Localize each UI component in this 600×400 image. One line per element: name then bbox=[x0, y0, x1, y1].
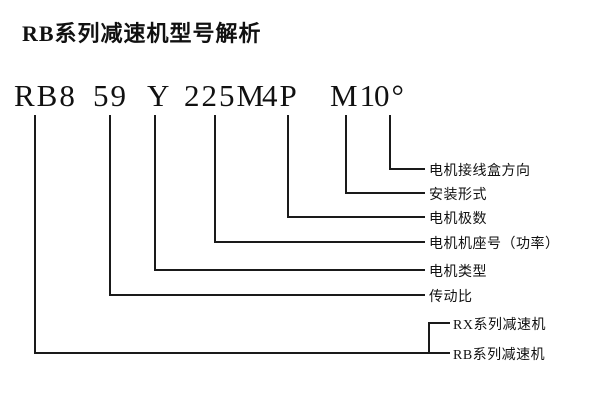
connector-hline-motor-type bbox=[154, 269, 425, 271]
connector-vline-box-direction bbox=[389, 115, 391, 170]
label-mounting: 安装形式 bbox=[429, 188, 487, 203]
connector-hline-series-rb bbox=[34, 352, 450, 354]
connector-vline-series-fork bbox=[428, 322, 430, 354]
label-rx-series: RX系列减速机 bbox=[453, 318, 546, 333]
label-rb-series: RB系列减速机 bbox=[453, 348, 546, 363]
connector-hline-ratio bbox=[109, 294, 425, 296]
label-motor-type: 电机类型 bbox=[429, 265, 487, 280]
model-segment-frame-size: 225M bbox=[184, 78, 267, 113]
model-segment-ratio: 59 bbox=[93, 78, 128, 113]
connector-vline-mounting bbox=[345, 115, 347, 194]
model-segment-poles: 4P bbox=[262, 78, 299, 113]
model-segment-motor-type: Y bbox=[147, 78, 172, 113]
connector-vline-ratio bbox=[109, 115, 111, 296]
connector-vline-poles bbox=[287, 115, 289, 218]
model-segment-series: RB8 bbox=[14, 78, 77, 113]
model-segment-mounting: M1 bbox=[330, 78, 378, 113]
diagram-title: RB系列减速机型号解析 bbox=[22, 21, 262, 46]
label-poles: 电机极数 bbox=[429, 212, 487, 227]
connector-hline-box-direction bbox=[389, 168, 425, 170]
connector-vline-frame-size bbox=[214, 115, 216, 243]
connector-vline-motor-type bbox=[154, 115, 156, 271]
label-ratio: 传动比 bbox=[429, 290, 473, 305]
connector-hline-frame-size bbox=[214, 241, 425, 243]
label-box-direction: 电机接线盒方向 bbox=[429, 164, 531, 179]
connector-vline-series bbox=[34, 115, 36, 354]
connector-hline-poles bbox=[287, 216, 425, 218]
model-segment-box-direction: 0° bbox=[374, 78, 406, 113]
connector-hline-mounting bbox=[345, 192, 425, 194]
label-frame-size: 电机机座号（功率） bbox=[429, 237, 560, 252]
connector-hline-series-rx bbox=[428, 322, 450, 324]
